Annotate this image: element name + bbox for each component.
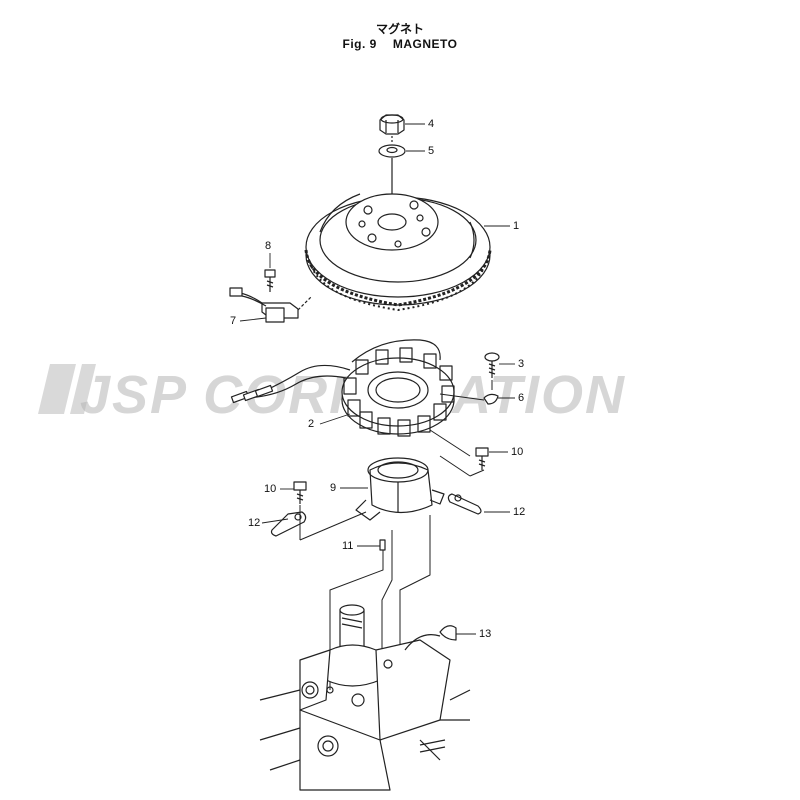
- callout-2: 2: [308, 418, 315, 430]
- callout-12-left: 12: [248, 517, 261, 529]
- screw-part-8: [264, 269, 276, 292]
- callout-13: 13: [479, 628, 492, 640]
- callout-11: 11: [342, 540, 354, 552]
- callout-5: 5: [428, 145, 435, 157]
- nut-part-4: [379, 114, 405, 135]
- terminal-part-12-left: [270, 511, 307, 537]
- screw-part-3: [484, 352, 500, 378]
- callout-6: 6: [518, 392, 525, 404]
- diagram-title: Fig. 9 MAGNETO: [0, 37, 800, 51]
- pulser-coil-part-7: [229, 287, 313, 323]
- terminal-part-12-right: [447, 493, 482, 515]
- bolt-part-10-right: [475, 447, 489, 470]
- callout-4: 4: [428, 118, 435, 130]
- key-part-13: [439, 625, 457, 641]
- figure-number: Fig. 9: [342, 37, 377, 51]
- bolt-part-10-left: [293, 481, 307, 504]
- callout-12-right: 12: [513, 506, 526, 518]
- callout-1: 1: [513, 220, 520, 232]
- flywheel-part-1: [304, 193, 492, 311]
- callout-3: 3: [518, 358, 525, 370]
- washer-part-5: [378, 144, 406, 158]
- pin-part-11: [379, 539, 386, 551]
- callout-10-left: 10: [264, 483, 277, 495]
- stator-base-part-9: [355, 457, 445, 521]
- clip-part-6: [483, 393, 499, 405]
- diagram-title-japanese: マグネト: [375, 22, 424, 36]
- callout-8: 8: [265, 240, 272, 252]
- callout-9: 9: [330, 482, 337, 494]
- callout-7: 7: [230, 315, 237, 327]
- figure-name: MAGNETO: [392, 37, 458, 51]
- stator-part-2: [230, 339, 455, 437]
- crankcase-assembly: [259, 604, 471, 791]
- watermark-logo-icon: [38, 364, 96, 414]
- callout-10-right: 10: [511, 446, 524, 458]
